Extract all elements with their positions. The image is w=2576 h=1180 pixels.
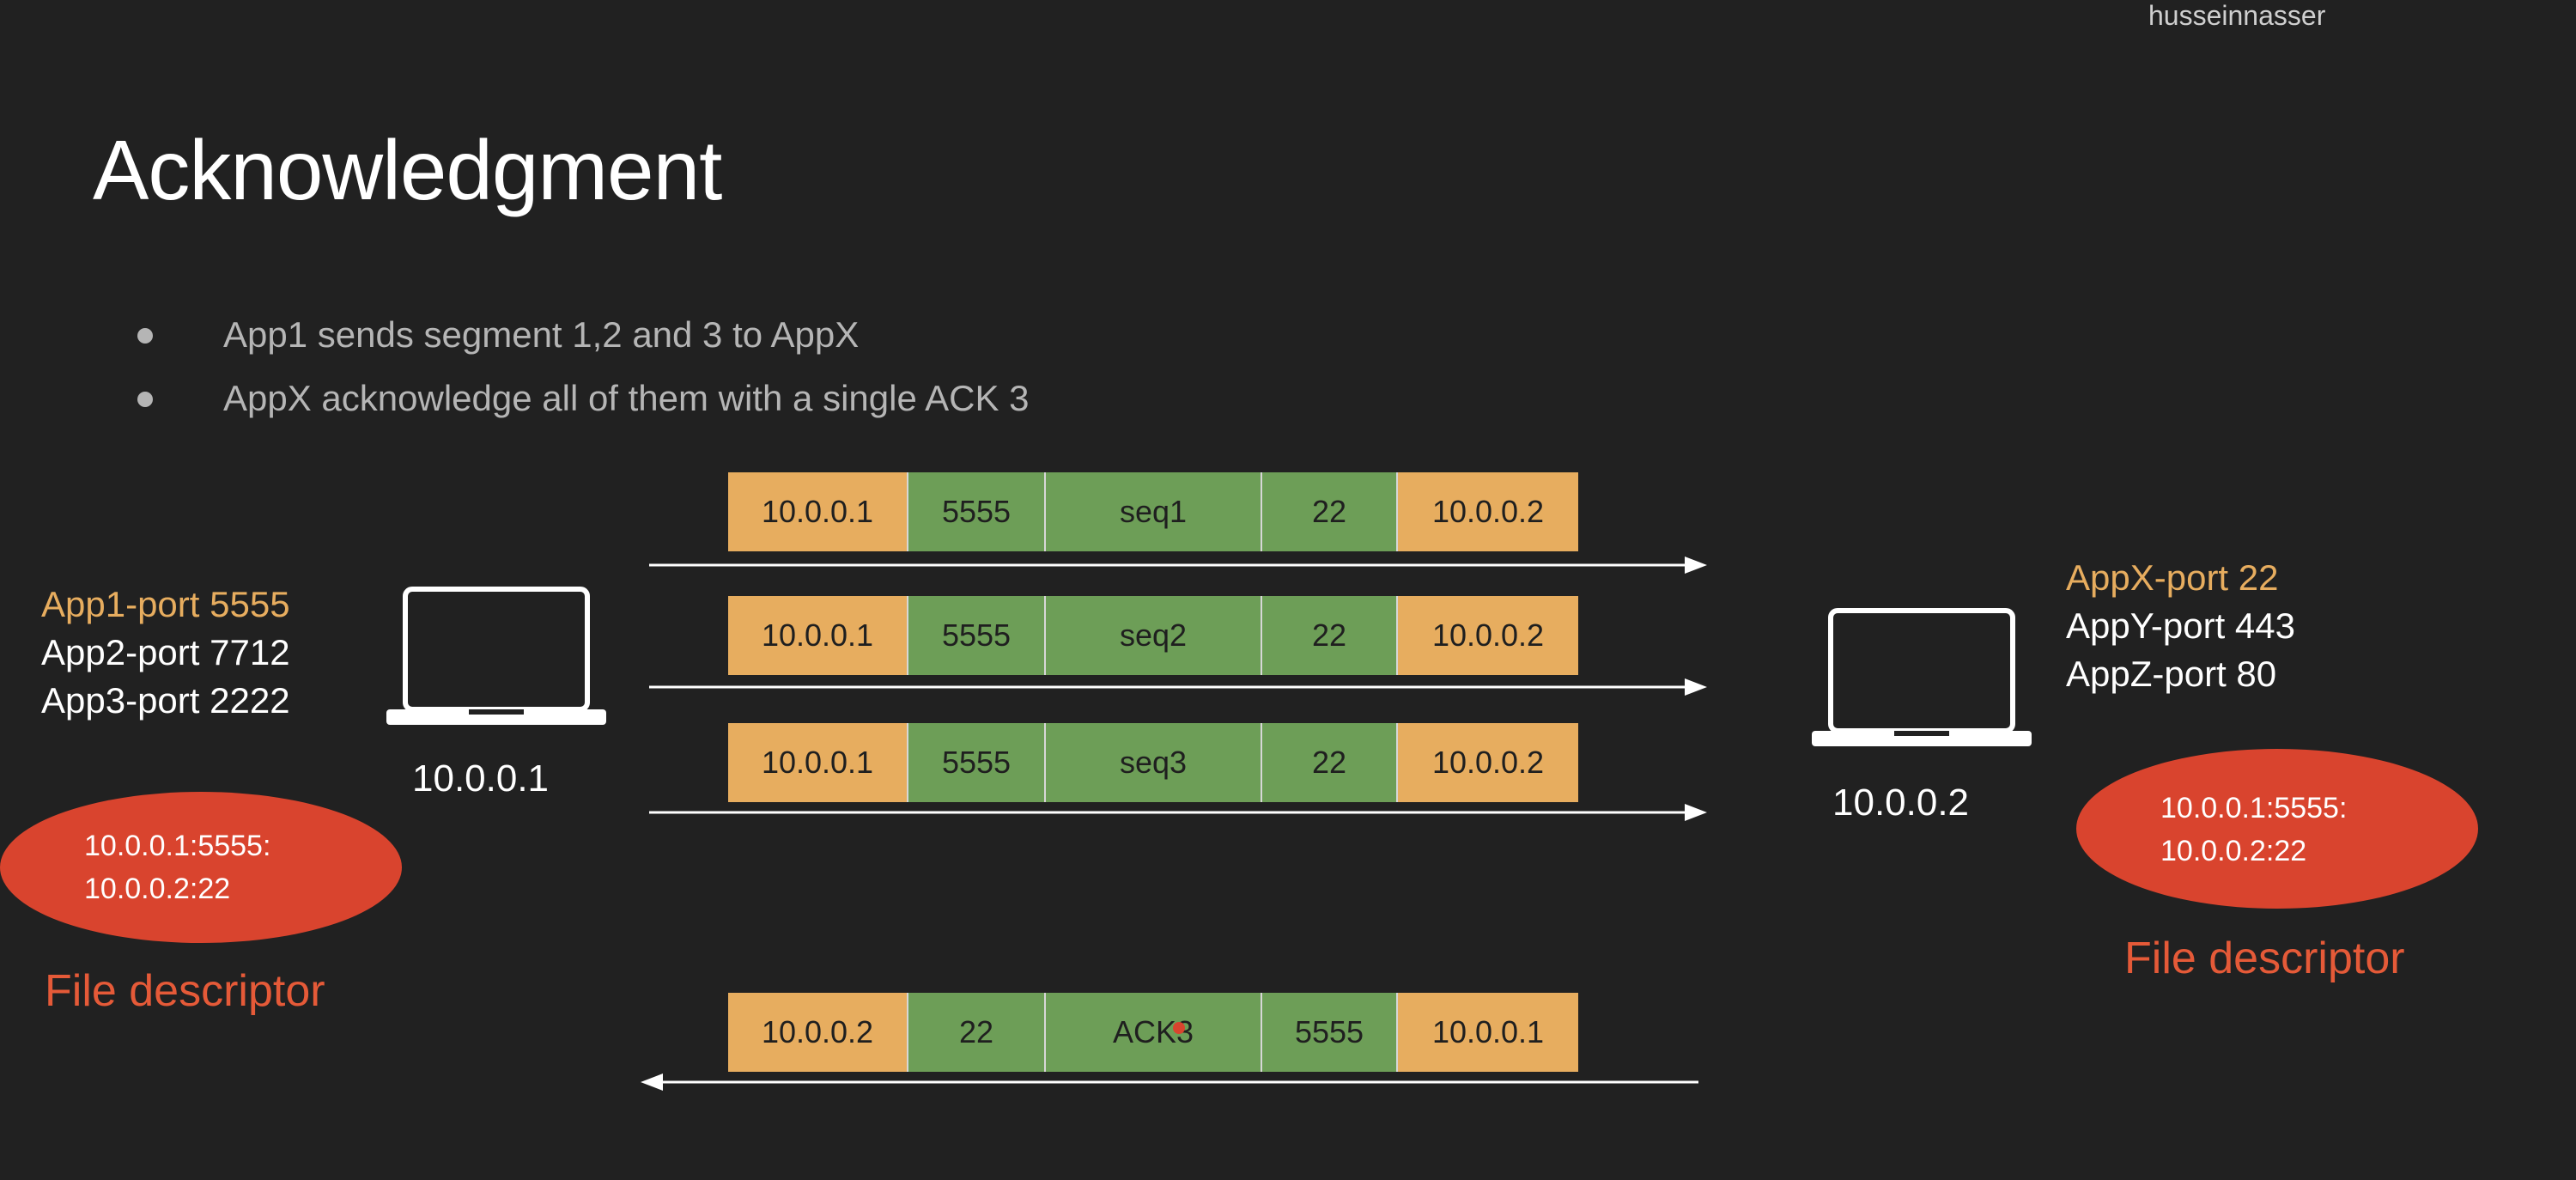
arrowhead-left-ack-icon <box>641 1074 663 1091</box>
packet-seq: seq3 <box>1046 723 1262 802</box>
arrowhead-right-3-icon <box>1685 804 1707 821</box>
left-descriptor-label: File descriptor <box>45 966 325 1016</box>
packet-src-port: 22 <box>908 993 1046 1072</box>
bullet-item: AppX acknowledge all of them with a sing… <box>137 378 1340 421</box>
packet-seq: seq2 <box>1046 596 1262 675</box>
app-port-item: App3-port 2222 <box>41 680 290 721</box>
packet-src-port: 5555 <box>908 472 1046 551</box>
packet-segment-1: 10.0.0.1 5555 seq1 22 10.0.0.2 <box>728 472 1578 551</box>
left-host-ip: 10.0.0.1 <box>412 757 550 800</box>
right-host-ip: 10.0.0.2 <box>1832 782 1970 824</box>
laptop-icon <box>1812 608 2032 746</box>
left-app-list: App1-port 5555 App2-port 7712 App3-port … <box>41 581 290 725</box>
packet-src-ip: 10.0.0.2 <box>728 993 908 1072</box>
descriptor-line: 10.0.0.1:5555: <box>84 830 271 862</box>
packet-dst-ip: 10.0.0.1 <box>1398 993 1578 1072</box>
arrowhead-right-1-icon <box>1685 557 1707 574</box>
packet-segment-2: 10.0.0.1 5555 seq2 22 10.0.0.2 <box>728 596 1578 675</box>
descriptor-line: 10.0.0.1:5555: <box>2160 792 2348 824</box>
app-port-item: AppZ-port 80 <box>2066 654 2277 694</box>
right-descriptor-label: File descriptor <box>2124 934 2405 983</box>
packet-src-port: 5555 <box>908 596 1046 675</box>
packet-dst-port: 5555 <box>1262 993 1398 1072</box>
packet-ack: 10.0.0.2 22 ACK3 5555 10.0.0.1 <box>728 993 1578 1072</box>
packet-src-ip: 10.0.0.1 <box>728 472 908 551</box>
packet-dst-ip: 10.0.0.2 <box>1398 472 1578 551</box>
app-port-item: AppX-port 22 <box>2066 557 2279 598</box>
bullet-text: App1 sends segment 1,2 and 3 to AppX <box>223 314 860 355</box>
descriptor-line: 10.0.0.2:22 <box>2160 835 2307 867</box>
left-file-descriptor: 10.0.0.1:5555: 10.0.0.2:22 <box>0 792 402 943</box>
slide-title: Acknowledgment <box>93 123 722 217</box>
right-file-descriptor: 10.0.0.1:5555: 10.0.0.2:22 <box>2076 749 2478 909</box>
app-port-item: App1-port 5555 <box>41 584 290 624</box>
packet-seq: seq1 <box>1046 472 1262 551</box>
watermark: husseinnasser <box>2148 0 2326 31</box>
packet-dst-port: 22 <box>1262 723 1398 802</box>
packet-dst-port: 22 <box>1262 596 1398 675</box>
bullet-dot-icon <box>137 392 153 407</box>
descriptor-line: 10.0.0.2:22 <box>84 873 231 905</box>
laptop-icon <box>386 587 606 725</box>
bullet-text: AppX acknowledge all of them with a sing… <box>223 378 1030 418</box>
packet-segment-3: 10.0.0.1 5555 seq3 22 10.0.0.2 <box>728 723 1578 802</box>
arrowhead-right-2-icon <box>1685 678 1707 696</box>
packet-dst-port: 22 <box>1262 472 1398 551</box>
packet-src-port: 5555 <box>908 723 1046 802</box>
cursor-dot-icon <box>1173 1022 1185 1034</box>
packet-ack-number: ACK3 <box>1046 993 1262 1072</box>
bullet-dot-icon <box>137 328 153 344</box>
packet-src-ip: 10.0.0.1 <box>728 723 908 802</box>
packet-src-ip: 10.0.0.1 <box>728 596 908 675</box>
bullet-item: App1 sends segment 1,2 and 3 to AppX <box>137 314 1340 357</box>
right-app-list: AppX-port 22 AppY-port 443 AppZ-port 80 <box>2066 554 2295 698</box>
app-port-item: App2-port 7712 <box>41 632 290 672</box>
app-port-item: AppY-port 443 <box>2066 605 2295 646</box>
packet-dst-ip: 10.0.0.2 <box>1398 723 1578 802</box>
packet-dst-ip: 10.0.0.2 <box>1398 596 1578 675</box>
